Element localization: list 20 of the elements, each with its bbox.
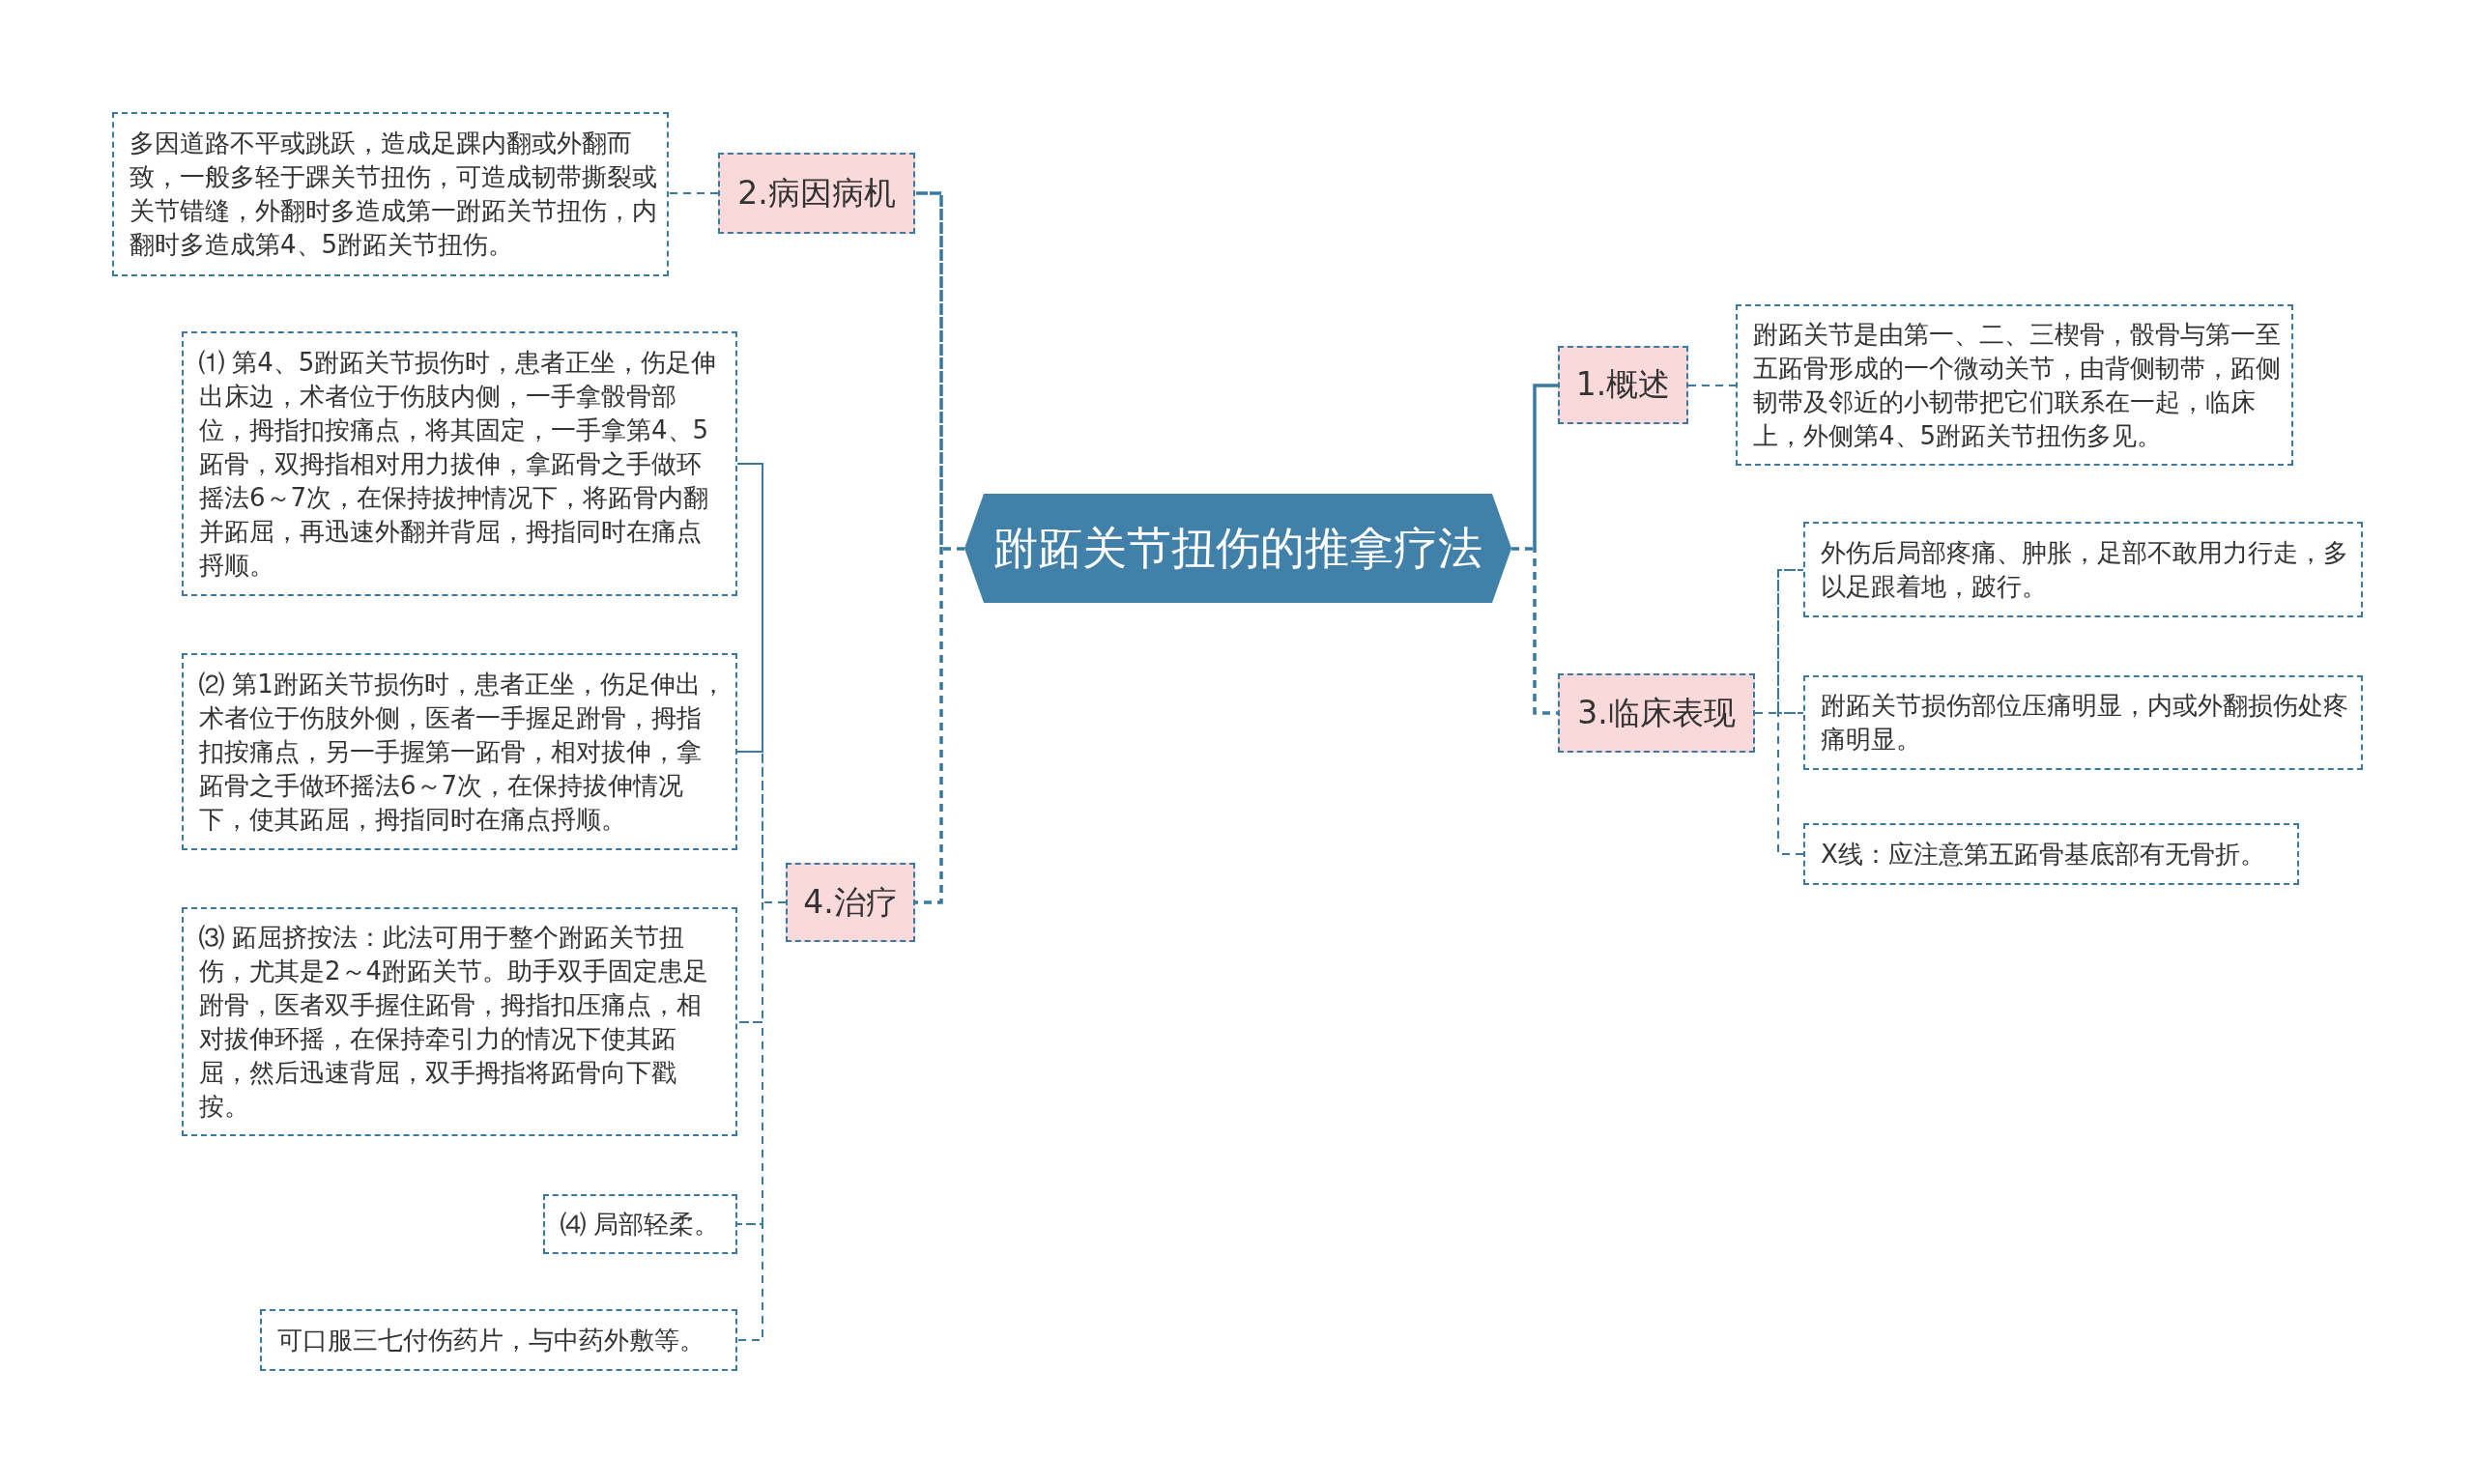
note-box: 可口服三七付伤药片，与中药外敷等。 (260, 1309, 737, 1371)
connector-line (736, 463, 787, 1341)
branch-box: 4.治疗 (786, 863, 915, 942)
note-box: ⑵ 第1跗跖关节损伤时，患者正坐，伤足伸出，术者位于伤肢外侧，医者一手握足跗骨，拇指扣按痛点，另一手握第一跖骨，相对拔伸，拿跖骨之手做环摇法6～7次，在保持拔伸情况下，使其跖屈，拇指同时在痛点捋顺。 (182, 653, 737, 850)
note-box: ⑴ 第4、5跗跖关节损伤时，患者正坐，伤足伸出床边，术者位于伤肢内侧，一手拿骰骨部位，拇指扣按痛点，将其固定，一手拿第4、5跖骨，双拇指相对用力拔伸，拿跖骨之手做环摇法6～7次，在保持拔抻情况下，将跖骨内翻并跖屈，再迅速外翻并背屈，拇指同时在痛点捋顺。 (182, 331, 737, 596)
note-box: 跗跖关节损伤部位压痛明显，内或外翻损伤处疼痛明显。 (1803, 675, 2363, 770)
note-box: X线：应注意第五跖骨基底部有无骨折。 (1803, 823, 2299, 885)
note-box: ⑷ 局部轻柔。 (543, 1194, 737, 1254)
connector-line (1687, 385, 1737, 386)
branch-box: 1.概述 (1558, 346, 1688, 424)
note-box: 多因道路不平或跳跃，造成足踝内翻或外翻而致，一般多轻于踝关节扭伤，可造成韧带撕裂或关节错缝，外翻时多造成第一跗跖关节扭伤，内翻时多造成第4、5跗跖关节扭伤。 (112, 112, 669, 276)
connector-line (668, 192, 719, 194)
topic-hexagon: 跗跖关节扭伤的推拿疗法 (964, 494, 1511, 603)
branch-box: 2.病因病机 (718, 153, 915, 234)
branch-box: 3.临床表现 (1558, 673, 1755, 753)
connector-line (1511, 384, 1560, 715)
note-box: 外伤后局部疼痛、肿胀，足部不敢用力行走，多以足跟着地，跛行。 (1803, 522, 2363, 617)
connector-line (1754, 569, 1804, 855)
note-box: ⑶ 跖屈挤按法：此法可用于整个跗跖关节扭伤，尤其是2～4跗跖关节。助手双手固定患足跗骨，医者双手握住跖骨，拇指扣压痛点，相对拔伸环摇，在保持牵引力的情况下使其跖屈，然后迅速背屈，双手拇指将跖骨向下戳按。 (182, 907, 737, 1136)
note-box: 跗跖关节是由第一、二、三楔骨，骰骨与第一至五跖骨形成的一个微动关节，由背侧韧带，跖侧韧带及邻近的小韧带把它们联系在一起，临床上，外侧第4、5跗跖关节扭伤多见。 (1736, 304, 2293, 466)
